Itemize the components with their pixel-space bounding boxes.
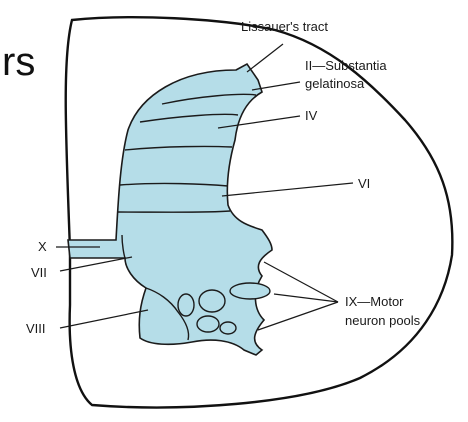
motor-pool-1 <box>199 290 225 312</box>
label-lamina-x: X <box>38 239 47 254</box>
label-substantia-gelatinosa: gelatinosa <box>305 76 365 91</box>
motor-pool-3 <box>230 283 270 299</box>
label-motor-neuron-pools: neuron pools <box>345 313 421 328</box>
label-lamina-vi: VI <box>358 176 370 191</box>
motor-pool-5 <box>178 294 194 316</box>
label-lamina-ii: II—Substantia <box>305 58 387 73</box>
slide-title-fragment: rs <box>2 40 35 84</box>
motor-pool-4 <box>220 322 236 334</box>
label-lamina-ix: IX—Motor <box>345 294 404 309</box>
label-lissauers-tract: Lissauer's tract <box>241 19 328 34</box>
motor-pool-2 <box>197 316 219 332</box>
label-lamina-vii: VII <box>31 265 47 280</box>
label-lamina-iv: IV <box>305 108 318 123</box>
label-lamina-viii: VIII <box>26 321 46 336</box>
